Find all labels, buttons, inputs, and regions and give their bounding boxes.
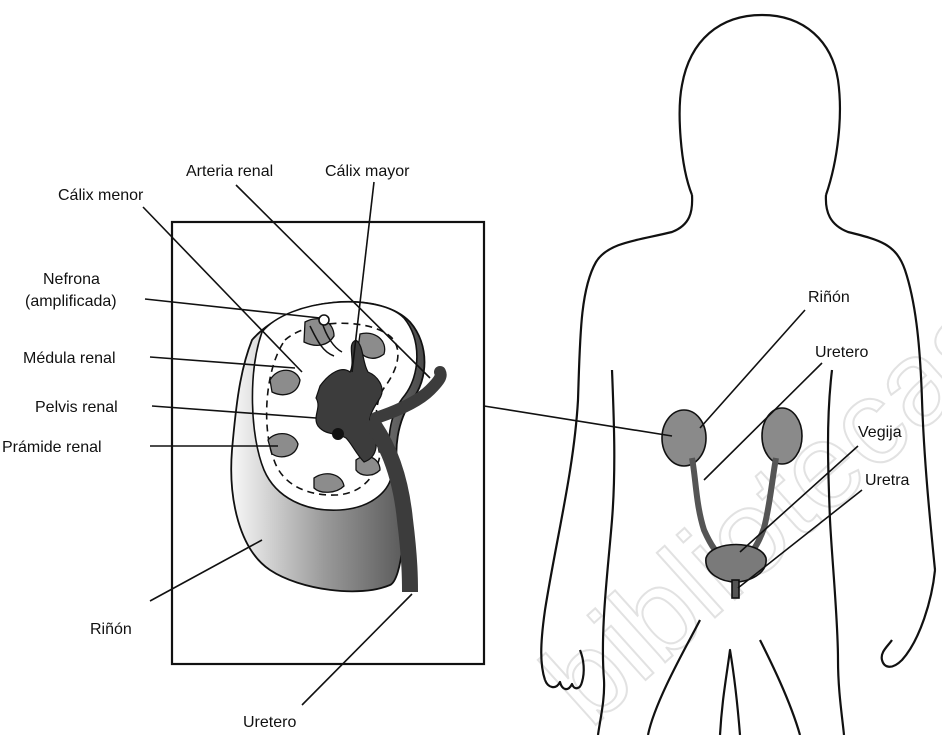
- body-bladder: [706, 545, 766, 583]
- label-arteria-renal: Arteria renal: [186, 163, 273, 180]
- label-nefrona-amplificada: (amplificada): [25, 293, 117, 310]
- body-kidney-left: [662, 410, 706, 466]
- label-uretra: Uretra: [865, 472, 910, 489]
- pyramid-4: [268, 434, 298, 457]
- label-rinon-detail: Riñón: [90, 621, 132, 638]
- label-piramide-renal: Prámide renal: [2, 439, 102, 456]
- label-pelvis-renal: Pelvis renal: [35, 399, 118, 416]
- label-uretero-detail: Uretero: [243, 714, 296, 731]
- body-urethra: [732, 580, 739, 598]
- label-calix-menor: Cálix menor: [58, 187, 144, 204]
- label-nefrona: Nefrona: [43, 271, 100, 288]
- label-calix-mayor: Cálix mayor: [325, 163, 410, 180]
- renal-artery-cross: [332, 428, 344, 440]
- label-rinon-body: Riñón: [808, 289, 850, 306]
- label-vegija: Vegija: [858, 424, 902, 441]
- nephron-glomerulus: [319, 315, 329, 325]
- label-uretero-body: Uretero: [815, 344, 868, 361]
- label-medula-renal: Médula renal: [23, 350, 116, 367]
